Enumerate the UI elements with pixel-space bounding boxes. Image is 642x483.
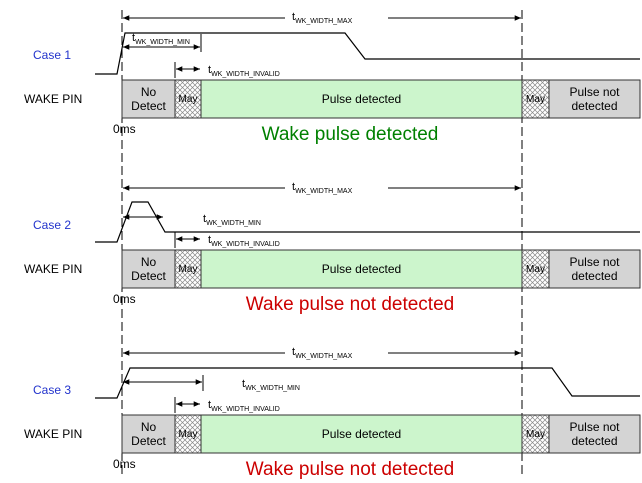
segment-pulse-not-detected [548, 249, 641, 289]
may-text: May [179, 94, 198, 105]
width-invalid-label: tWK_WIDTH_INVALID [208, 399, 280, 413]
width-min-label: tWK_WIDTH_MIN [203, 213, 261, 227]
width-max-label: tWK_WIDTH_MAX [292, 181, 353, 195]
segment-may [521, 249, 550, 289]
case-3-group: Case 3 tWK_WIDTH_MAX tWK_WIDTH_MIN tWK_WIDT… [24, 346, 641, 480]
no-detect-text: Detect [131, 434, 166, 448]
result-text: Wake pulse not detected [246, 294, 454, 315]
wake-pin-label: WAKE PIN [24, 427, 82, 441]
case-label: Case 3 [33, 383, 71, 397]
result-text: Wake pulse not detected [246, 459, 454, 480]
no-detect-text: No [141, 85, 157, 99]
width-invalid-label: tWK_WIDTH_INVALID [208, 234, 280, 248]
wake-pin-label: WAKE PIN [24, 92, 82, 106]
case-label: Case 1 [33, 48, 71, 62]
segment-pulse-not-detected [548, 414, 641, 454]
pulse-not-detected-text: detected [571, 99, 617, 113]
pulse-not-detected-text: Pulse not [569, 85, 620, 99]
may-text: May [526, 264, 545, 275]
zero-ms-label: 0ms [113, 122, 136, 136]
wake-signal-waveform [95, 201, 640, 243]
width-max-label: tWK_WIDTH_MAX [292, 11, 353, 25]
segment-pulse-detected [200, 79, 523, 119]
segment-pulse-detected [200, 414, 523, 454]
case-1-group: Case 1 tWK_WIDTH_MAX tWK_WIDTH_MIN tWK_WIDT… [24, 11, 641, 145]
segment-may [174, 414, 202, 454]
may-text: May [179, 429, 198, 440]
segment-may [174, 249, 202, 289]
segment-pulse-not-detected [548, 79, 641, 119]
no-detect-text: No [141, 420, 157, 434]
pulse-detected-text: Pulse detected [322, 427, 401, 441]
no-detect-text: No [141, 255, 157, 269]
width-min-label: tWK_WIDTH_MIN [132, 32, 190, 46]
segment-may [521, 79, 550, 119]
segment-no-detect [121, 249, 176, 289]
zero-ms-label: 0ms [113, 292, 136, 306]
pulse-not-detected-text: Pulse not [569, 255, 620, 269]
segment-no-detect [121, 79, 176, 119]
no-detect-text: Detect [131, 269, 166, 283]
may-text: May [526, 429, 545, 440]
case-label: Case 2 [33, 218, 71, 232]
pulse-not-detected-text: detected [571, 434, 617, 448]
width-invalid-label: tWK_WIDTH_INVALID [208, 64, 280, 78]
width-max-label: tWK_WIDTH_MAX [292, 346, 353, 360]
width-min-label: tWK_WIDTH_MIN [242, 378, 300, 392]
may-text: May [179, 264, 198, 275]
result-text: Wake pulse detected [262, 124, 439, 145]
pulse-not-detected-text: Pulse not [569, 420, 620, 434]
zero-ms-label: 0ms [113, 457, 136, 471]
pulse-detected-text: Pulse detected [322, 92, 401, 106]
pulse-detected-text: Pulse detected [322, 262, 401, 276]
wake-signal-waveform [95, 32, 640, 75]
case-2-group: Case 2 tWK_WIDTH_MAX tWK_WIDTH_MIN tWK_WIDT… [24, 181, 641, 315]
pulse-not-detected-text: detected [571, 269, 617, 283]
may-text: May [526, 94, 545, 105]
segment-may [174, 79, 202, 119]
wake-pin-label: WAKE PIN [24, 262, 82, 276]
wake-signal-waveform [95, 367, 640, 399]
no-detect-text: Detect [131, 99, 166, 113]
